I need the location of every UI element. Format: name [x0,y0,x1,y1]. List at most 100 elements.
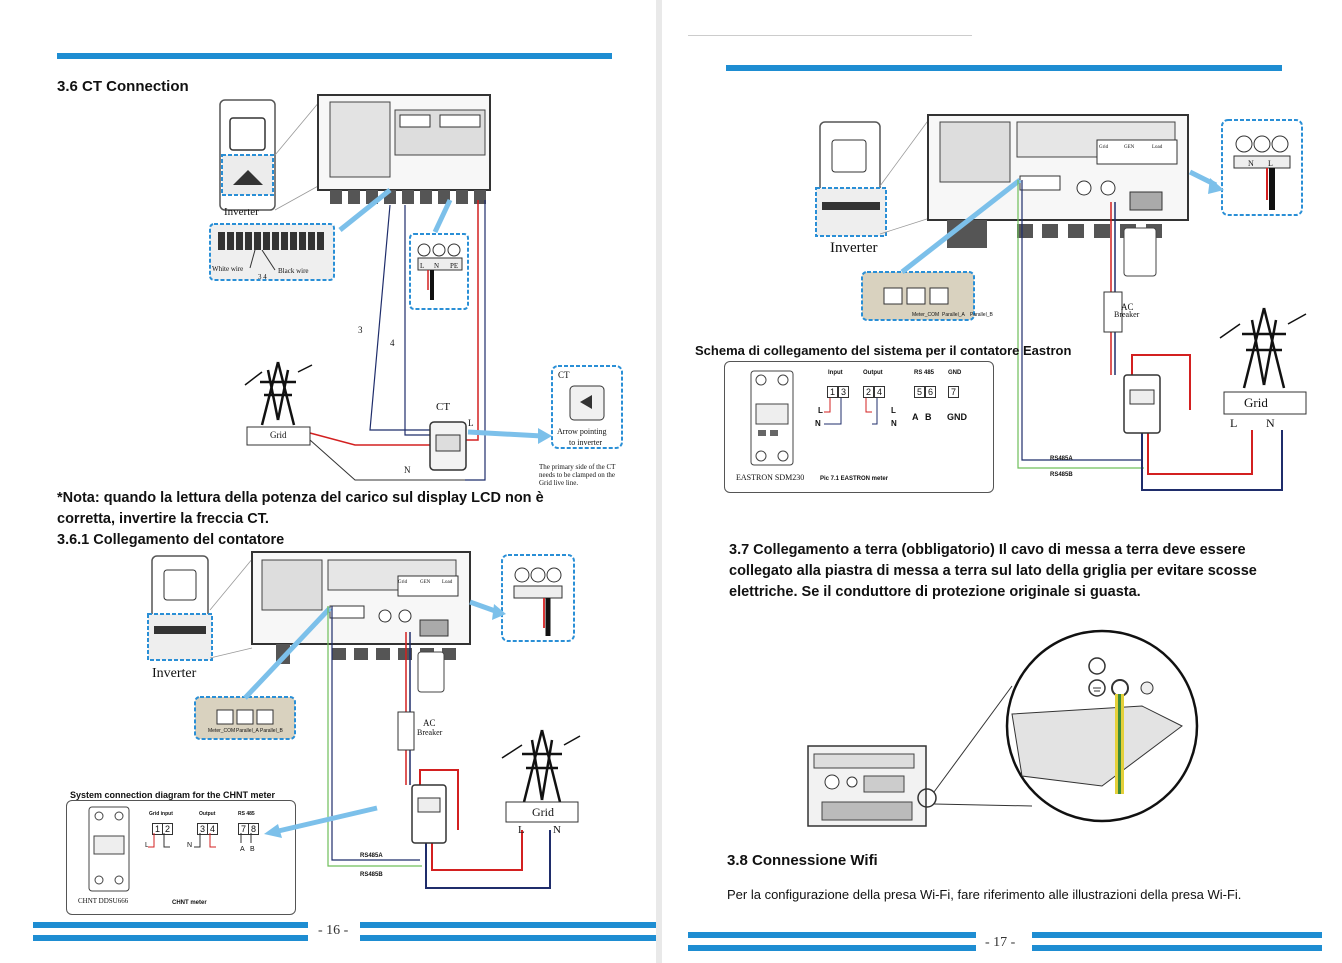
page-16: 3.6 CT Connection [0,0,656,963]
header-rule [726,65,1282,71]
terminal-load-2: Load [1152,145,1163,150]
footer-rule-right-2 [1032,945,1322,951]
e-num-4: 4 [874,386,886,398]
schema-title: Schema di collegamento del sistema per i… [695,343,1072,358]
footer-rule-right-1 [1032,932,1322,938]
grid-N-2: N [1266,416,1275,430]
rs485a-label-2: RS485A [1050,456,1073,462]
rs485b-label: RS485B [360,872,383,878]
grid-label-3: Grid [1244,395,1268,410]
eastron-model: EASTRON SDM230 [736,473,805,482]
wifi-title: 3.8 Connessione Wifi [727,852,878,869]
e-gnd: GND [947,412,967,422]
arrow-caption-2: to inverter [569,438,603,447]
section-title: 3.6 CT Connection [57,78,189,95]
eastron-wiring-ticks [824,398,878,425]
wire-3-label: 3 [358,325,363,335]
eastron-connection-diagram [815,114,1307,491]
header-rule [57,53,612,59]
inverter-label: Inverter [224,206,259,218]
rs485b-label-2: RS485B [1050,472,1073,478]
terminal-load: Load [442,580,453,585]
chnt-L: L [145,842,149,849]
white-wire-label: White wire [212,265,244,273]
page-gutter [656,0,662,963]
terminal-grid-2: Grid [1099,145,1109,150]
col-rs485: RS 485 [238,811,255,817]
footer-rule-right-2 [360,935,656,941]
eastron-meter-icon [750,370,794,466]
rs485a-label: RS485A [360,853,383,859]
chnt-meter-icon [88,806,130,892]
grid-L: L [518,824,525,836]
terminal-N-zoom: N [1248,159,1254,168]
e-num-2: 2 [863,386,875,398]
e-L-in: L [818,406,823,415]
ct-live-label: L [468,418,474,428]
arrow-caption-1: Arrow pointing [557,427,607,436]
note-line-2: corretta, invertire la freccia CT. [57,511,269,527]
e-B: B [925,412,932,422]
col-input: Input [828,370,843,376]
pylon-icon [260,361,296,426]
ground-line-3: elettriche. Se il conduttore di protezio… [729,584,1141,600]
neutral-label: N [404,465,411,475]
terminal-L: L [420,262,425,270]
terminal-N: N [434,262,440,270]
footer-rule-left-1 [33,922,308,928]
terminal-gen: GEN [420,580,431,585]
footer-rule-left-2 [33,935,308,941]
chnt-caption: CHNT meter [172,900,207,906]
eastron-caption: Pic 7.1 EASTRON meter [820,476,889,482]
num-8: 8 [248,823,260,835]
terminal-PE: PE [450,262,459,270]
top-thin-rule [688,35,972,36]
ct-connection-diagram [209,94,623,481]
grid-L-2: L [1230,416,1238,430]
inverter-label-3: Inverter [830,240,878,256]
black-wire-label: Black wire [278,267,309,275]
port-meter-com-2: Meter_COM [912,312,940,318]
chnt-connection-diagram [147,551,581,889]
col-output: Output [199,811,216,817]
footer-rule-left-1 [688,932,976,938]
e-N-in: N [815,419,821,428]
wifi-text: Per la configurazione della presa Wi-Fi,… [727,887,1242,902]
grounding-diagram [807,629,1199,827]
subsection-title: 3.6.1 Collegamento del contatore [57,532,285,548]
col-output-2: Output [863,370,883,376]
chnt-A: A [240,846,245,853]
e-num-6: 6 [925,386,937,398]
footer-rule-right-1 [360,922,656,928]
e-L-out: L [891,406,896,415]
terminal-grid: Grid [398,580,408,585]
port-parallel-a: Parallel_A [236,728,259,734]
primary-note-2: needs to be clamped on the [539,471,616,479]
page-number: - 16 - [318,923,349,938]
chnt-wiring-ticks [148,833,252,848]
col-gnd: GND [948,370,962,376]
e-N-out: N [891,419,897,428]
page-17: Inverter Meter_COM Parallel_A Parallel_B… [662,0,1342,963]
e-num-7: 7 [948,386,960,398]
e-num-5: 5 [914,386,926,398]
chnt-box-title: System connection diagram for the CHNT m… [70,790,276,800]
eastron-meter-box [724,361,994,493]
chnt-model: CHNT DDSU666 [78,897,129,905]
grid-label: Grid [270,430,287,440]
terminal-gen-2: GEN [1124,145,1135,150]
ct-label: CT [436,401,451,413]
footer-rule-left-2 [688,945,976,951]
port-parallel-b-2: Parallel_B [970,312,993,318]
ac-label-2: AC [1121,302,1134,312]
grid-N: N [553,824,561,836]
chnt-B: B [250,846,255,853]
grid-box [246,426,311,446]
chnt-N: N [187,842,193,849]
inverter-label-2: Inverter [152,666,197,681]
callout-arrow-chnt [264,805,378,838]
e-num-3: 3 [838,386,850,398]
breaker-label: Breaker [417,728,443,737]
ct-zoom-label: CT [558,370,570,380]
grid-label-2: Grid [532,805,554,819]
